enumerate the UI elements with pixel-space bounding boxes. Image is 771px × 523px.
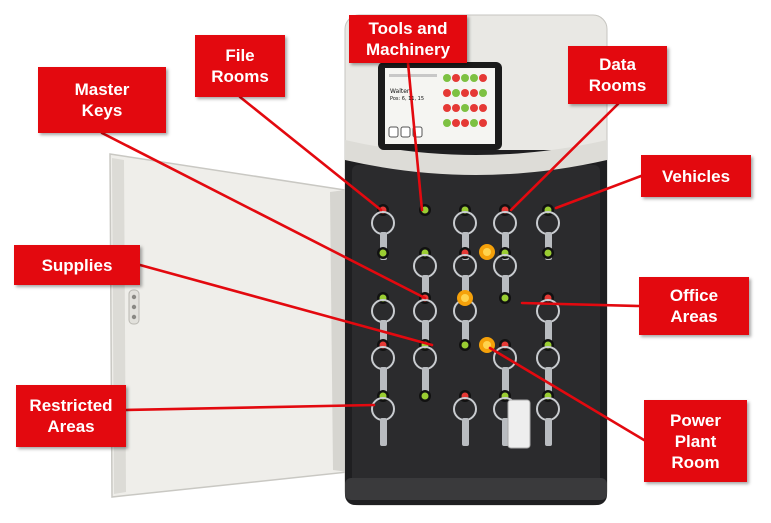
screen-key-dot: [443, 74, 451, 82]
callout-line: [138, 263, 434, 347]
screen-key-dot: [452, 74, 460, 82]
screen-key-dot: [443, 104, 451, 112]
screen-key-dot: [479, 104, 487, 112]
key-blade: [502, 418, 509, 446]
screen-button-icon: [388, 126, 399, 138]
screen-key-dot: [452, 119, 460, 127]
label-restricted-areas-text: Restricted Areas: [29, 396, 113, 436]
label-tools-machinery-text: Tools and Machinery: [365, 19, 451, 59]
key-blade: [380, 367, 387, 395]
label-supplies-text: Supplies: [41, 255, 113, 275]
label-tools-machinery: Tools and Machinery: [349, 15, 467, 63]
screen-button-icon: [400, 126, 411, 138]
label-data-rooms-text: Data Rooms: [588, 55, 647, 95]
key-hook-led: [501, 294, 509, 302]
key-hook-led: [379, 249, 387, 257]
key-blade: [422, 367, 429, 395]
callout-line: [509, 102, 620, 212]
label-power-plant-room-text: Power Plant Room: [669, 410, 722, 472]
screen-key-dot: [461, 89, 469, 97]
label-master-keys: Master Keys: [38, 67, 166, 133]
callout-line: [100, 131, 427, 300]
screen-key-dot: [443, 89, 451, 97]
key-blade: [502, 367, 509, 395]
label-supplies: Supplies: [14, 245, 140, 285]
label-office-areas: Office Areas: [639, 277, 749, 335]
key-hook-led: [421, 206, 429, 214]
screen-key-dot: [452, 104, 460, 112]
callout-line: [124, 403, 376, 412]
callout-line: [488, 346, 646, 442]
key-blade: [545, 367, 552, 395]
screen-key-dot: [470, 119, 478, 127]
key-hooks: [371, 204, 560, 449]
label-office-areas-text: Office Areas: [669, 286, 719, 326]
key-blade: [462, 418, 469, 446]
label-restricted-areas: Restricted Areas: [16, 385, 126, 447]
label-data-rooms: Data Rooms: [568, 46, 667, 104]
screen-key-dot: [443, 119, 451, 127]
screen-key-dot: [461, 104, 469, 112]
screen-key-dot: [479, 119, 487, 127]
callout-line: [520, 301, 641, 308]
screen-key-dot: [470, 74, 478, 82]
callout-line: [554, 174, 643, 210]
callout-lines: [100, 61, 646, 442]
orange-indicator-core: [483, 341, 491, 349]
screen-key-grid: [388, 74, 487, 138]
callout-line: [238, 95, 383, 212]
screen-key-dot: [461, 74, 469, 82]
label-power-plant-room: Power Plant Room: [644, 400, 747, 482]
screen-key-dot: [479, 89, 487, 97]
key-blade: [545, 418, 552, 446]
label-vehicles: Vehicles: [641, 155, 751, 197]
callout-line: [406, 61, 424, 212]
key-hook-led: [544, 249, 552, 257]
screen-key-dot: [470, 104, 478, 112]
screen-key-dot: [470, 89, 478, 97]
screen-positions: Pos: 6, 11, 15: [390, 96, 425, 102]
label-file-rooms: File Rooms: [195, 35, 285, 97]
orange-indicator-core: [483, 248, 491, 256]
key-blade: [380, 418, 387, 446]
usb-key-fob: [507, 399, 531, 449]
label-vehicles-text: Vehicles: [661, 166, 731, 186]
screen-key-dot: [452, 89, 460, 97]
key-hook-led: [461, 341, 469, 349]
screen-user-name: Walter: [390, 88, 410, 95]
cabinet-door: [109, 153, 349, 498]
orange-indicator-core: [461, 294, 469, 302]
label-file-rooms-text: File Rooms: [211, 46, 269, 86]
label-master-keys-text: Master Keys: [74, 80, 130, 120]
screen-key-dot: [461, 119, 469, 127]
key-hook-led: [421, 392, 429, 400]
screen-key-dot: [479, 74, 487, 82]
